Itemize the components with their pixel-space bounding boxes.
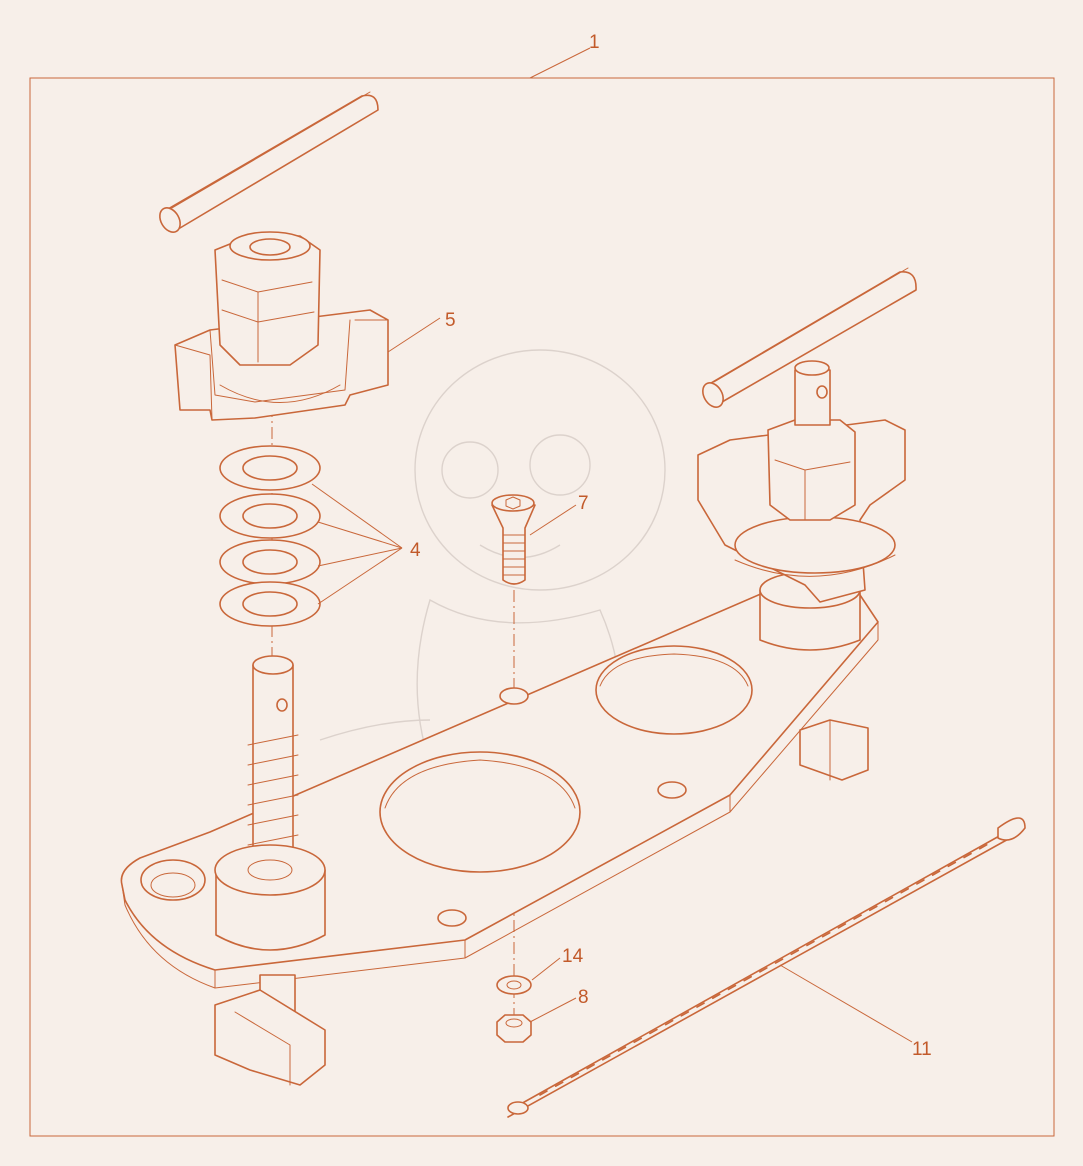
right-t-bar: [702, 267, 917, 408]
small-washer: [496, 975, 532, 995]
cable-tie: [507, 817, 1026, 1118]
right-clamp-knob: [697, 360, 906, 603]
callout-5: 5: [445, 310, 456, 331]
left-clamp-knob: [174, 231, 389, 421]
right-bottom-clip: [799, 719, 869, 781]
callout-4: 4: [410, 540, 421, 561]
washer-stack: [219, 445, 321, 627]
callout-14: 14: [562, 946, 584, 967]
left-t-bar: [159, 91, 379, 233]
hex-nut: [496, 1014, 532, 1043]
left-bottom-clip: [214, 974, 326, 1086]
screw: [491, 494, 536, 585]
callout-8: 8: [578, 987, 589, 1008]
kit-frame: [29, 77, 1055, 1137]
callout-1: 1: [589, 32, 600, 53]
callout-7: 7: [578, 493, 589, 514]
leader-lines: [311, 47, 913, 1043]
left-stud: [247, 655, 299, 866]
callout-11: 11: [912, 1039, 932, 1060]
left-boss: [214, 844, 326, 951]
